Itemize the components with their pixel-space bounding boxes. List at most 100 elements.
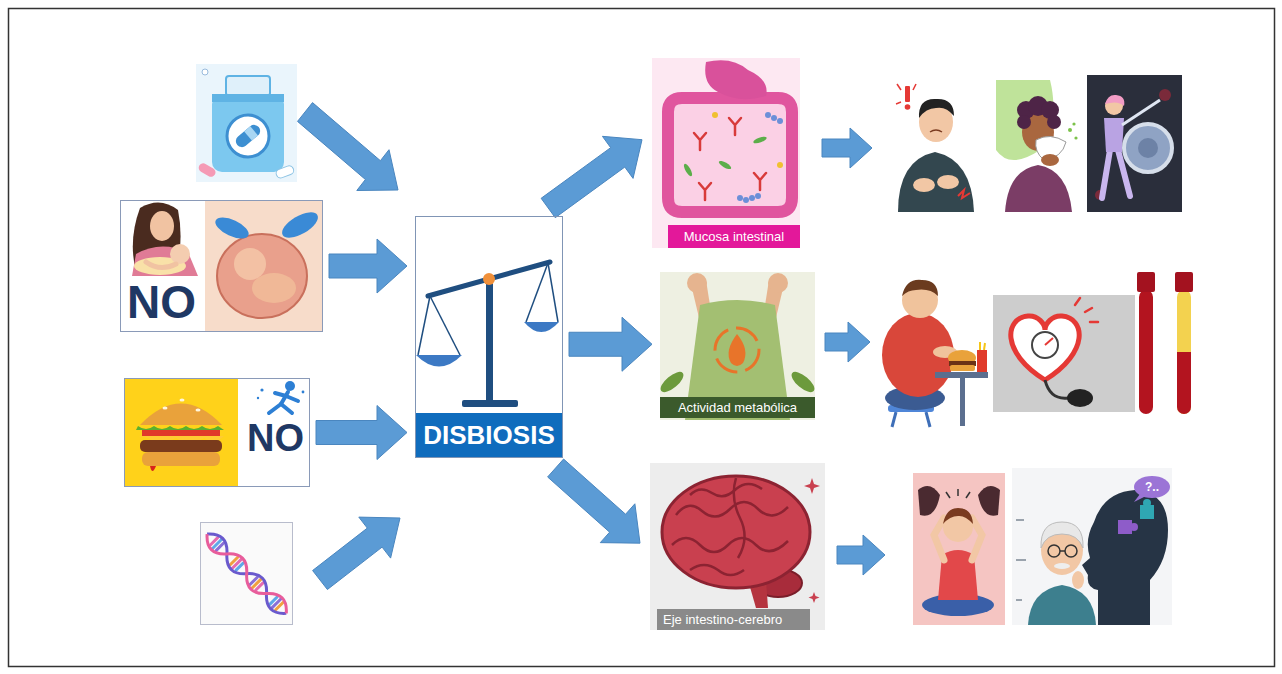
intestine-picture-part [753,135,768,144]
blood-tubes-icon-part [1139,290,1153,414]
memory-loss-figure-part [1012,468,1172,625]
block-arrow-connector [569,317,652,371]
sneezing-figure-part [1017,96,1061,129]
sneezing-figure-part-part [1068,128,1072,132]
anxiety-figure-part [934,518,944,560]
pill-bottle-icon-part-part [197,162,217,179]
intestine-picture-part [712,112,718,118]
intestine-picture-part [737,112,783,203]
sneezing-figure-part-part [1047,115,1061,129]
breastfeeding-picture-part [170,244,190,264]
brain-picture-part [650,463,825,630]
pill-bottle-icon-part-part [233,122,262,149]
burger-picture [125,379,238,486]
memory-loss-figure-part-part [1016,559,1026,561]
breastfeeding-picture-part [146,262,176,268]
burger-picture-part [142,452,220,466]
blood-tubes-icon-part [1177,352,1191,414]
stomach-ache-figure-part [919,99,954,118]
stomach-ache-figure-part [905,104,911,110]
blood-pressure-icon-part-part [1085,308,1092,312]
pill-bottle-icon-part [197,162,217,179]
memory-loss-figure-part-part [1016,599,1022,601]
sneezing-figure-part [1041,154,1059,166]
balance-scale-icon-part-part [548,263,558,322]
balance-scale-icon-part [416,355,462,367]
pill-bottle-icon-part [196,64,297,182]
anxiety-figure-part-part [946,492,950,498]
immune-defence-figure-part [1087,75,1182,212]
immune-defence-figure [1087,75,1182,212]
blood-pressure-icon-part [1011,316,1079,380]
intestine-picture-part-part [755,193,761,199]
balance-scale-icon-part [416,217,562,413]
obesity-figure-part [902,280,938,296]
dna-icon-part-part-part [236,563,243,570]
intestine-picture-part [705,60,766,99]
intestine-picture-part [777,162,783,168]
sneezing-figure-part [1005,165,1072,212]
blood-pressure-icon-part-part [1090,321,1098,324]
blood-pressure-icon [993,295,1135,412]
caesarean-picture-part [234,248,266,280]
brain-picture-part-part [676,502,788,517]
obesity-figure-part-part [984,343,985,350]
breastfeeding-picture-part [121,201,205,331]
breastfeeding-picture-part [150,211,174,241]
stomach-ache-figure-part [913,178,935,192]
stomach-ache-figure-part [898,152,974,212]
intestine-picture-part-part [771,115,777,121]
immune-defence-figure-part-part [1102,150,1110,198]
anxiety-figure-part-part [966,492,970,498]
burger-picture-part [150,466,156,471]
blood-tubes-icon-part [1175,272,1193,292]
metabolism-picture-part [687,273,707,293]
blood-pressure-icon-part [1045,338,1053,345]
breastfeeding-picture [121,201,205,331]
stomach-ache-figure [885,75,990,212]
block-arrow-part [313,517,400,589]
balance-scale-icon-part [418,263,558,355]
balance-scale-icon-part [486,280,493,400]
block-arrow-part [298,103,399,191]
pill-bottle-icon-part [233,122,262,149]
balance-scale-icon-part [428,262,550,296]
balance-scale-icon-part-part [418,296,430,355]
anxiety-figure-part [972,518,982,560]
blood-tubes-icon [1137,272,1193,414]
runner-picture-part-part [281,404,292,413]
blood-pressure-icon-part-part [1075,298,1080,305]
runner-picture-part [302,391,305,394]
dna-icon-part-part-part [256,583,263,590]
blood-tubes-icon-part [1177,352,1191,362]
intestine-picture-part [668,98,792,212]
dna-icon-part-part [201,528,292,619]
immune-defence-figure-part [1122,100,1160,125]
page-frame [9,9,1275,667]
intestine-picture-part [718,159,733,170]
stomach-ache-figure-part-part [897,84,901,90]
intestine-picture-part-part [694,133,706,150]
block-arrow-connector [329,239,407,293]
intestine-picture-part-part [765,112,771,118]
dna-icon-part-part-part [276,603,283,610]
runner-picture-part-part [275,393,286,396]
intestine-picture-part-part [737,195,743,201]
blood-pressure-icon-part [1045,380,1068,398]
blood-pressure-icon-part [1075,298,1098,322]
burger-picture-part [140,404,222,426]
runner-picture-part [257,397,259,399]
caesarean-picture [205,201,322,331]
obesity-figure-part [935,372,988,378]
memory-loss-figure-part [1118,520,1132,534]
burger-picture-part [180,399,185,402]
dna-icon-part [201,523,293,625]
brain-picture-part-part [690,565,744,575]
intestine-picture-part-part [743,197,749,203]
anxiety-figure-part-part [957,489,959,496]
memory-loss-figure [1012,468,1172,625]
caesarean-picture-part [278,207,322,243]
pill-bottle-icon-part [212,94,284,172]
